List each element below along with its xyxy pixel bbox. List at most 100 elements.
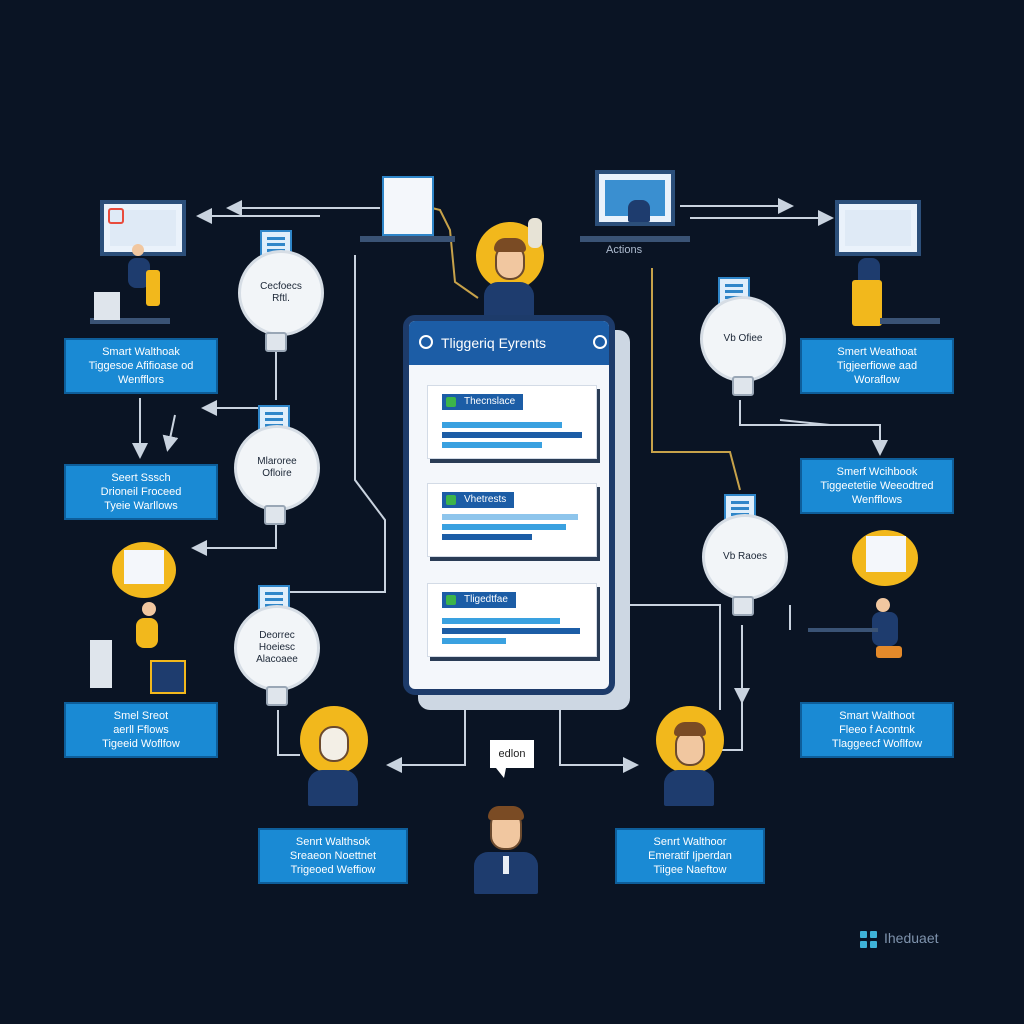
box-line: Emeratif Ijperdan (648, 850, 732, 862)
app-icon (108, 208, 124, 224)
box-line: Wenfflors (117, 374, 165, 386)
stand-icon (360, 236, 455, 242)
plug-icon (265, 332, 287, 352)
chair-icon (852, 280, 882, 326)
box-line: Woraflow (854, 374, 900, 386)
phone-header: Tliggeriq Eyrents (409, 321, 609, 365)
text-line (442, 514, 578, 520)
box-line: Senrt Walthsok (295, 836, 371, 848)
worker-head-icon (132, 244, 144, 256)
desk-icon (880, 318, 940, 324)
process-bubble: Mlaroree Ofloire (234, 425, 320, 511)
worker-icon (128, 258, 150, 288)
box-line: Senrt Walthoor (653, 836, 727, 848)
box-line: Tigeeid Woflfow (102, 738, 180, 750)
phone-screen: Tliggeriq Eyrents Thecnslace Vhetrests T… (403, 315, 615, 695)
plug-icon (264, 505, 286, 525)
process-bubble: Deorrec Hoeiesc Alacoaee (234, 605, 320, 691)
plug-icon (732, 376, 754, 396)
chair-icon (876, 646, 902, 658)
desk-icon (90, 318, 170, 324)
speech-note: edlon (490, 740, 534, 778)
text-line (442, 524, 566, 530)
box-line: Tiggesoe Afifioase od (88, 360, 194, 372)
text-line (442, 534, 532, 540)
event-card[interactable]: Tligedtfae (427, 583, 597, 657)
box-line: Fleeo f Acontnk (839, 724, 915, 736)
avatar-hair (494, 238, 526, 252)
box-line: Tlaggeecf Woflfow (831, 738, 923, 750)
box-line: Tyeie Warllows (104, 500, 178, 512)
avatar-suit (664, 770, 714, 806)
brand-name: Iheduaet (884, 930, 939, 946)
box-line: Drioneil Froceed (100, 486, 182, 498)
box-line: Smel Sreot (113, 710, 169, 722)
document-icon (866, 536, 906, 572)
event-card[interactable]: Thecnslace (427, 385, 597, 459)
text-line (442, 432, 582, 438)
bubble-text: Vb Ofiee (723, 333, 763, 344)
avatar-face (675, 730, 705, 766)
desk-icon (808, 628, 878, 632)
avatar-hair (674, 722, 706, 736)
card-tag: Tligedtfae (442, 592, 516, 608)
document-icon (382, 176, 434, 236)
desk-icon (580, 236, 690, 242)
worker-head-icon (142, 602, 156, 616)
computer-tower-icon (90, 640, 112, 688)
box-line: Seert Sssch (111, 472, 171, 484)
plug-icon (732, 596, 754, 616)
box-icon (150, 660, 186, 694)
box-line: Smart Walthoak (102, 346, 180, 358)
box-line: aerll Fflows (113, 724, 169, 736)
back-icon[interactable] (419, 335, 433, 349)
bubble-text: Vb Raoes (723, 551, 767, 562)
text-line (442, 618, 560, 624)
box-line: Sreaeon Noettnet (289, 850, 377, 862)
box-line: Smart Walthoot (839, 710, 915, 722)
bubble-text: Ofloire (262, 468, 292, 479)
worker-head-icon (876, 598, 890, 612)
person-hair (488, 806, 524, 820)
box-line: Tiggeetetiie Weeodtred (820, 480, 934, 492)
computer-tower-icon (94, 292, 120, 320)
menu-icon[interactable] (593, 335, 607, 349)
avatar-suit (308, 770, 358, 806)
worker-icon (136, 618, 158, 648)
idea-icon (528, 218, 542, 248)
text-line (442, 638, 506, 644)
card-tag: Vhetrests (442, 492, 515, 508)
bubble-text: Cecfoecs (260, 281, 302, 292)
avatar-suit (484, 282, 534, 318)
document-icon (124, 550, 164, 584)
text-line (442, 442, 542, 448)
logo-icon (860, 931, 878, 949)
card-tag: Thecnslace (442, 394, 524, 410)
box-line: Smert Weathoat (837, 346, 917, 358)
box-line: Trigeoed Weffiow (290, 864, 376, 876)
event-card[interactable]: Vhetrests (427, 483, 597, 557)
bubble-text: Hoeiesc Alacoaee (256, 642, 298, 665)
phone-title: Tliggeriq Eyrents (441, 335, 547, 351)
text-line (442, 628, 580, 634)
bubble-text: Rftl. (272, 293, 290, 304)
box-line: Tigjeerfiowe aad (836, 360, 918, 372)
avatar-face (319, 726, 349, 762)
box-line: Tiigee Naeftow (653, 864, 727, 876)
text-line (442, 422, 562, 428)
presenter-icon (628, 200, 650, 222)
chair-icon (146, 270, 160, 306)
box-line: Smerf Wcihbook (836, 466, 918, 478)
monitor-icon (835, 200, 921, 256)
process-bubble: Vb Ofiee (700, 296, 786, 382)
